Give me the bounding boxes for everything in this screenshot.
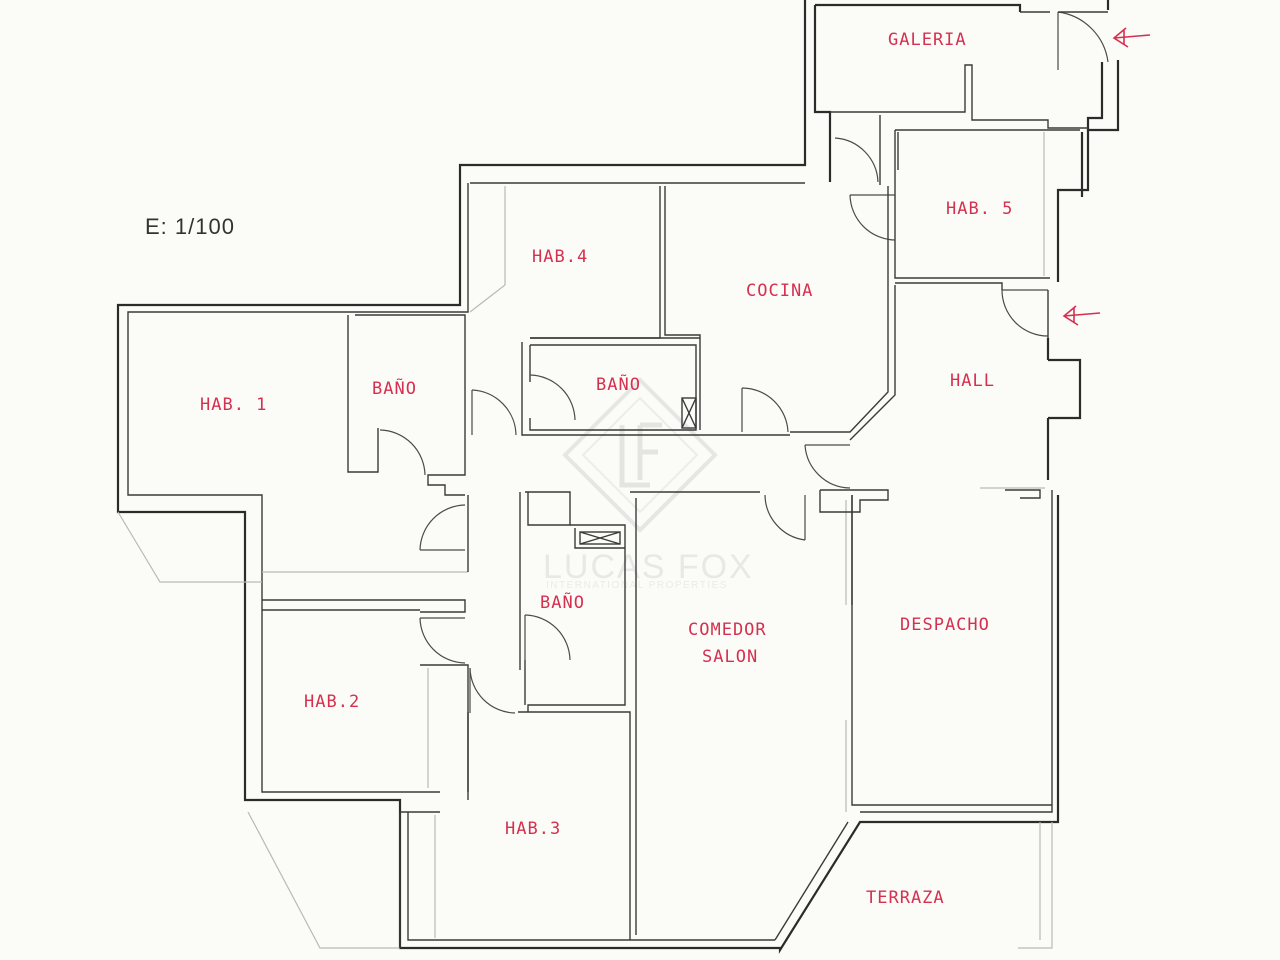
label-salon: SALON [702, 647, 758, 667]
label-comedor: COMEDOR [688, 620, 767, 640]
svg-text:INTERNATIONAL PROPERTIES: INTERNATIONAL PROPERTIES [546, 580, 728, 591]
room-bano-2 [521, 337, 790, 436]
room-hab-4 [469, 182, 805, 339]
room-cocina [664, 186, 896, 441]
label-bano-2: BAÑO [596, 373, 641, 395]
room-hab-2 [262, 495, 469, 800]
room-galeria [830, 11, 1109, 129]
room-hab-5 [834, 115, 1080, 279]
label-hab-2: HAB.2 [304, 692, 360, 712]
room-comedor-salon [630, 491, 847, 935]
label-hall: HALL [950, 371, 995, 391]
entrance-arrow-hall [1062, 305, 1101, 326]
scale-label: E: 1/100 [145, 214, 235, 239]
label-galeria: GALERIA [888, 30, 967, 50]
room-bano-3 [519, 491, 626, 712]
label-despacho: DESPACHO [900, 615, 990, 635]
label-terraza: TERRAZA [866, 888, 945, 908]
label-hab-1: HAB. 1 [200, 395, 267, 415]
corridor-doors [419, 387, 851, 714]
room-bano-1 [355, 314, 466, 496]
label-hab-4: HAB.4 [532, 247, 588, 267]
label-cocina: COCINA [746, 281, 813, 301]
room-hall [895, 282, 1049, 499]
room-terraza [774, 821, 1041, 941]
label-hab-3: HAB.3 [505, 819, 561, 839]
svg-text:LUCAS FOX: LUCAS FOX [543, 548, 754, 586]
exterior-walls [116, 0, 1120, 954]
room-hab-3 [399, 711, 631, 948]
label-bano-3: BAÑO [540, 591, 585, 613]
room-despacho [819, 489, 1052, 806]
label-bano-1: BAÑO [372, 377, 417, 399]
room-hab-1 [347, 315, 379, 473]
entrance-arrow-galeria [1112, 27, 1151, 48]
label-hab-5: HAB. 5 [946, 199, 1013, 219]
